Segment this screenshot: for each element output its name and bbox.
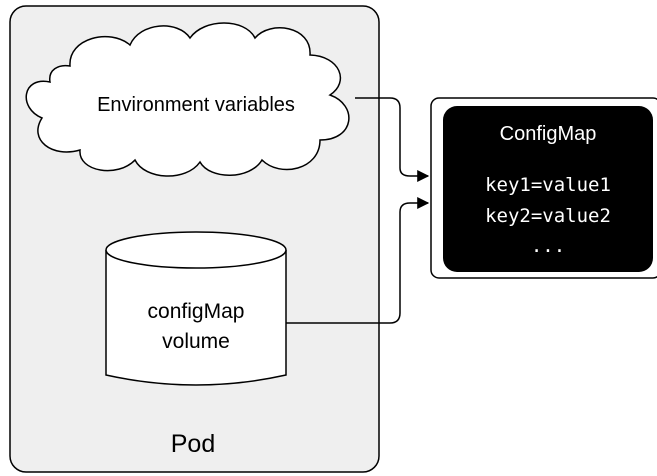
environment-variables-label: Environment variables	[97, 94, 295, 116]
volume-label-line1: configMap	[148, 300, 245, 323]
pod-label: Pod	[171, 430, 215, 458]
configmap-entry: key2=value2	[485, 205, 611, 227]
volume-to-configmap-arrow	[286, 197, 430, 324]
env-to-configmap-arrow	[355, 97, 430, 182]
volume-label-line2: volume	[162, 330, 230, 353]
configmap-volume-cylinder: configMap volume	[105, 231, 287, 386]
environment-variables-cloud: Environment variables	[25, 22, 350, 177]
configmap-entry: key1=value1	[485, 174, 611, 196]
configmap-entry-ellipsis: ...	[531, 235, 565, 257]
configmap-title: ConfigMap	[500, 123, 597, 145]
configmap-box: ConfigMap key1=value1 key2=value2 ...	[430, 97, 657, 279]
